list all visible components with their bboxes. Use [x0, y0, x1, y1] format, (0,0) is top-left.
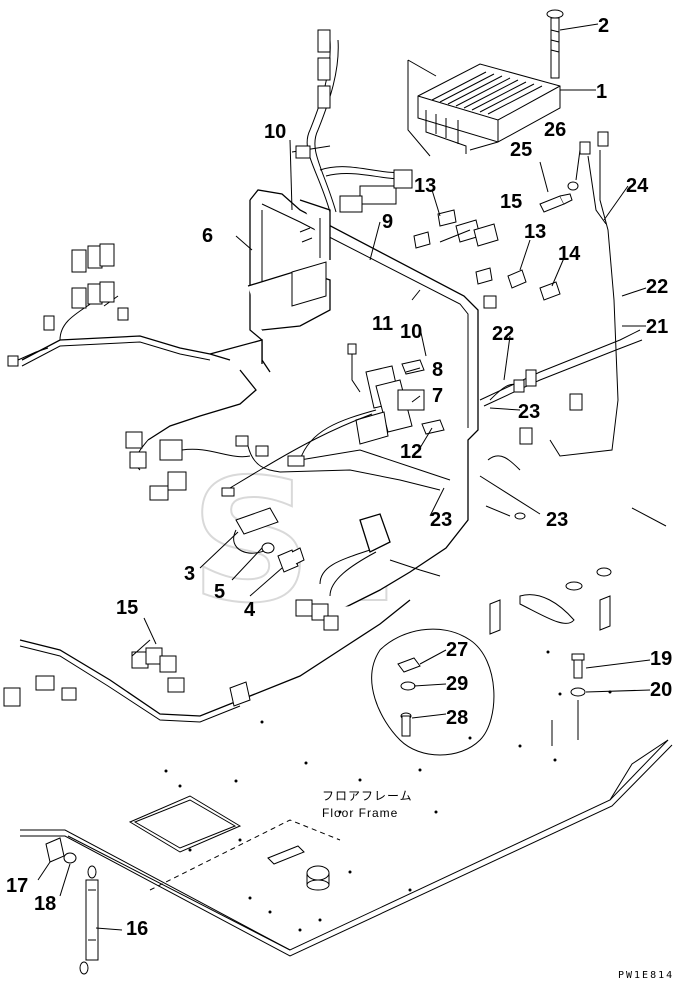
callout-15-top: 15 — [500, 191, 522, 213]
center-harness — [221, 343, 451, 497]
lower-center-harness — [233, 507, 441, 597]
callout-13-top: 13 — [414, 175, 436, 197]
upper-connectors — [295, 29, 413, 213]
floor-bolt-group — [371, 628, 495, 756]
callout-20: 20 — [650, 679, 672, 701]
bottom-harness — [3, 599, 411, 723]
callout-18: 18 — [34, 893, 56, 915]
callout-16: 16 — [126, 918, 148, 940]
callout-22-right: 22 — [646, 276, 668, 298]
floor-frame-label-en: Floor Frame — [322, 806, 398, 820]
ground-cable — [45, 837, 99, 975]
bolt-2 — [546, 9, 564, 79]
callout-21: 21 — [646, 316, 668, 338]
leader-lines — [37, 23, 651, 931]
callout-17: 17 — [6, 875, 28, 897]
callout-23-lower-right: 23 — [546, 509, 568, 531]
controller-unit — [407, 59, 561, 157]
callout-2: 2 — [598, 15, 609, 37]
right-harness — [413, 131, 643, 520]
drawing-reference: PW1E814 — [618, 970, 674, 981]
callout-14: 14 — [558, 243, 581, 265]
callout-22-mid: 22 — [492, 323, 514, 345]
callout-1: 1 — [596, 81, 607, 103]
callout-10-top: 10 — [264, 121, 286, 143]
callout-23-upper: 23 — [518, 401, 540, 423]
callout-9: 9 — [382, 211, 393, 233]
callout-15-bottom: 15 — [116, 597, 138, 619]
floor-frame-label-jp: フロアフレーム — [322, 789, 413, 803]
callout-29: 29 — [446, 673, 468, 695]
callout-7: 7 — [432, 385, 443, 407]
callout-13-right: 13 — [524, 221, 546, 243]
washer-26 — [567, 181, 579, 191]
callout-23-lower-left: 23 — [430, 509, 452, 531]
floor-bolt-19-20 — [551, 653, 586, 746]
callout-26: 26 — [544, 119, 566, 141]
callout-28: 28 — [446, 707, 468, 729]
callout-4: 4 — [244, 599, 256, 621]
harness-frame — [209, 39, 479, 621]
floor-fittings — [489, 507, 667, 635]
bolt-25 — [539, 193, 573, 213]
callout-11: 11 — [372, 313, 393, 335]
callout-12: 12 — [400, 441, 422, 463]
floor-frame — [20, 650, 673, 957]
callouts: 1 2 3 4 5 6 7 8 9 10 10 11 12 13 13 14 1… — [6, 15, 672, 940]
callout-25: 25 — [510, 139, 532, 161]
callout-5: 5 — [214, 581, 225, 603]
callout-19: 19 — [650, 648, 672, 670]
left-harness — [7, 243, 231, 367]
callout-10-mid: 10 — [400, 321, 422, 343]
left-lower-harness — [125, 369, 257, 501]
callout-24: 24 — [626, 175, 649, 197]
callout-27: 27 — [446, 639, 468, 661]
callout-3: 3 — [184, 563, 195, 585]
callout-6: 6 — [202, 225, 213, 247]
callout-8: 8 — [432, 359, 443, 381]
